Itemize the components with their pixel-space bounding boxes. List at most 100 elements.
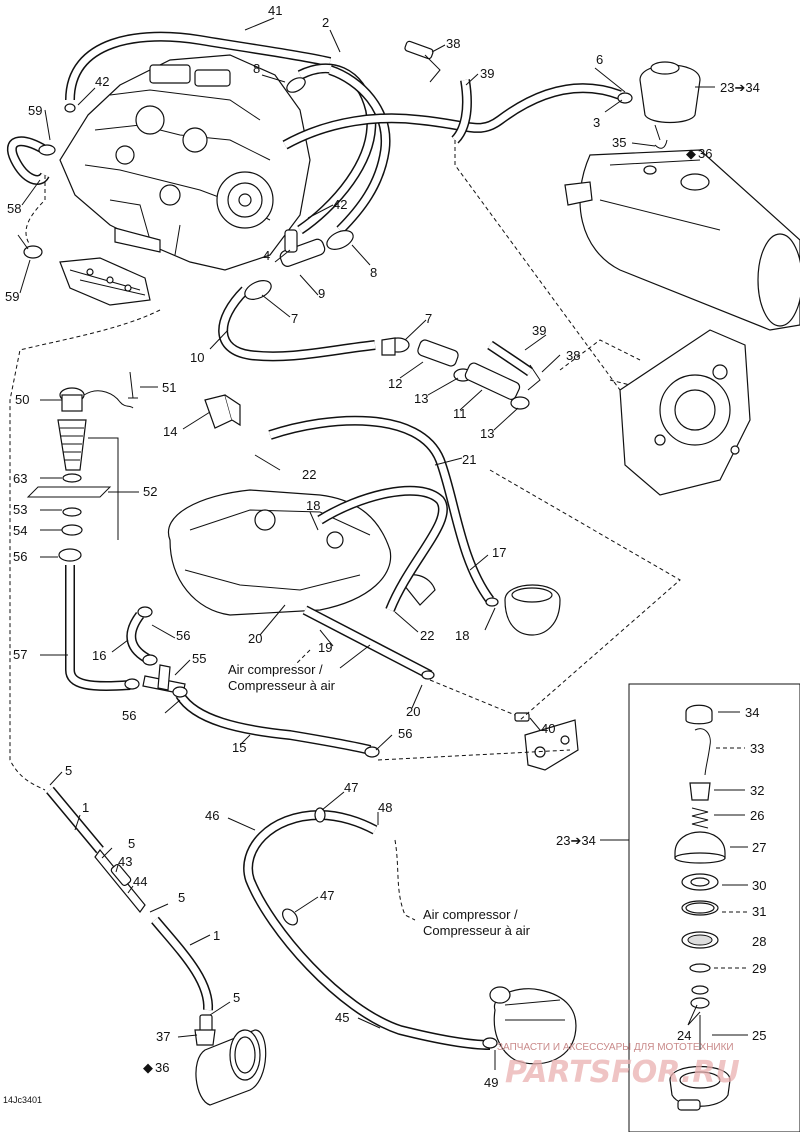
label-34: 34 (745, 705, 759, 720)
fittings-mid (381, 40, 541, 400)
label-27: 27 (752, 840, 766, 855)
label-23-34-inset: 23➔34 (556, 833, 596, 848)
label-17: 17 (492, 545, 506, 560)
filler-neck (26, 371, 138, 562)
pump-housing (619, 329, 751, 496)
label-32: 32 (750, 783, 764, 798)
label-58: 58 (7, 201, 21, 216)
label-52: 52 (143, 484, 157, 499)
label-38: 38 (446, 36, 460, 51)
label-28: 28 (752, 934, 766, 949)
label-36-top: 36 (698, 146, 712, 161)
figure-code: 14Jc3401 (3, 1095, 42, 1105)
label-9: 9 (318, 286, 325, 301)
watermark: ЗАПЧАСТИ И АКСЕССУАРЫ ДЛЯ МОТОТЕХНИКИ PA… (497, 1042, 740, 1090)
expansion-tank (504, 584, 561, 636)
label-20: 20 (248, 631, 262, 646)
label-43: 43 (118, 854, 132, 869)
tee-fitting (244, 229, 354, 300)
intake-manifold (59, 257, 151, 306)
label-13: 13 (414, 391, 428, 406)
tee-55 (124, 597, 499, 758)
air-compressor-note-1-en: Air compressor / (228, 662, 323, 677)
label-38-lower: 38 (566, 348, 580, 363)
label-47: 47 (320, 888, 334, 903)
label-31: 31 (752, 904, 766, 919)
label-5-d: 5 (233, 990, 240, 1005)
label-57: 57 (13, 647, 27, 662)
label-54: 54 (13, 523, 27, 538)
label-40: 40 (541, 721, 555, 736)
air-compressor-note-1-fr: Compresseur à air (228, 678, 336, 693)
bracket-14 (204, 394, 241, 429)
label-35: 35 (612, 135, 626, 150)
label-23-34-top: 23➔34 (720, 80, 760, 95)
watermark-tagline: ЗАПЧАСТИ И АКСЕССУАРЫ ДЛЯ МОТОТЕХНИКИ (497, 1042, 734, 1053)
label-33: 33 (750, 741, 764, 756)
label-15: 15 (232, 740, 246, 755)
callout-lines (17, 17, 715, 1070)
label-42: 42 (95, 74, 109, 89)
label-46: 46 (205, 808, 219, 823)
label-25: 25 (752, 1028, 766, 1043)
drop-icon-top: ◆ (686, 146, 696, 161)
label-24: 24 (677, 1028, 691, 1043)
label-56-right: 56 (398, 726, 412, 741)
label-21: 21 (462, 452, 476, 467)
label-22: 22 (420, 628, 434, 643)
label-18: 18 (455, 628, 469, 643)
callout-labels: 41 2 42 8 38 39 6 23➔34 3 35 ◆ 36 59 58 … (3, 3, 766, 1105)
label-16: 16 (92, 648, 106, 663)
label-12: 12 (388, 376, 402, 391)
label-5-b: 5 (128, 836, 135, 851)
label-51: 51 (162, 380, 176, 395)
hoses-top (6, 31, 622, 377)
label-59-bottom: 59 (5, 289, 19, 304)
label-4: 4 (263, 248, 270, 263)
bottom-fittings (194, 1014, 267, 1106)
muffler (564, 149, 800, 331)
label-39: 39 (480, 66, 494, 81)
label-26: 26 (750, 808, 764, 823)
label-2: 2 (322, 15, 329, 30)
label-55: 55 (192, 651, 206, 666)
engine-block (59, 54, 311, 271)
label-59-top: 59 (28, 103, 42, 118)
label-50: 50 (15, 392, 29, 407)
leader-lines (9, 140, 681, 921)
label-8-mid: 8 (370, 265, 377, 280)
label-20-right: 20 (406, 704, 420, 719)
label-7-right: 7 (425, 311, 432, 326)
label-6: 6 (596, 52, 603, 67)
label-56-left: 56 (13, 549, 27, 564)
label-14: 14 (163, 424, 177, 439)
watermark-brand: PARTSFOR.RU (505, 1055, 740, 1090)
label-30: 30 (752, 878, 766, 893)
label-22-top: 22 (302, 467, 316, 482)
label-37: 37 (156, 1029, 170, 1044)
hoses-middle (65, 415, 495, 755)
air-compressor-note-2-fr: Compresseur à air (423, 923, 531, 938)
label-56-lower: 56 (122, 708, 136, 723)
label-5-c: 5 (178, 890, 185, 905)
label-63: 63 (13, 471, 27, 486)
label-13-right: 13 (480, 426, 494, 441)
label-47-top: 47 (344, 780, 358, 795)
part-49 (489, 986, 577, 1065)
coolant-reservoir (639, 61, 701, 149)
label-8: 8 (253, 61, 260, 76)
drop-icon-bottom: ◆ (143, 1060, 153, 1075)
label-56-mid: 56 (176, 628, 190, 643)
engine-lower (167, 489, 436, 616)
label-1-b: 1 (213, 928, 220, 943)
label-49: 49 (484, 1075, 498, 1090)
label-39-lower: 39 (532, 323, 546, 338)
label-19: 19 (318, 640, 332, 655)
label-3: 3 (593, 115, 600, 130)
label-29: 29 (752, 961, 766, 976)
label-42-mid: 42 (333, 197, 347, 212)
air-compressor-note-2-en: Air compressor / (423, 907, 518, 922)
label-36-bottom: 36 (155, 1060, 169, 1075)
